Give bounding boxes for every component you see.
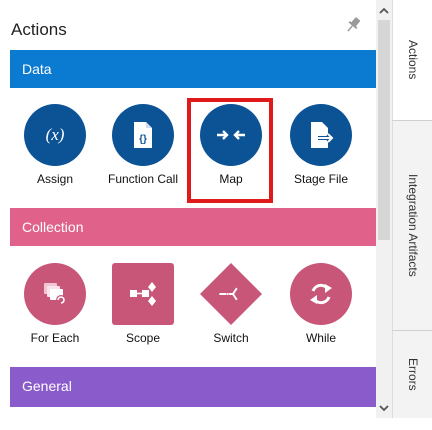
action-label: Map (219, 172, 243, 186)
action-label: Stage File (293, 172, 349, 186)
action-function-call[interactable]: {} Function Call (98, 104, 188, 186)
highlight-box (187, 98, 273, 203)
for-each-icon (24, 263, 86, 325)
while-loop-icon (290, 263, 352, 325)
action-label: For Each (30, 331, 80, 345)
section-header-collection[interactable]: Collection (10, 208, 376, 246)
tab-divider (392, 330, 432, 331)
map-arrows-icon (200, 104, 262, 166)
tab-actions[interactable]: Actions (393, 0, 432, 120)
panel-title: Actions (11, 20, 67, 39)
action-stage-file[interactable]: Stage File (276, 104, 366, 186)
scroll-up-icon[interactable] (378, 5, 390, 17)
section-header-general[interactable]: General (10, 367, 376, 407)
action-label: Switch (213, 331, 249, 345)
tab-label: Errors (406, 357, 420, 391)
section-header-data[interactable]: Data (10, 50, 376, 88)
action-map[interactable]: Map (186, 104, 276, 186)
tab-integration-artifacts[interactable]: Integration Artifacts (393, 120, 432, 330)
function-file-icon: {} (112, 104, 174, 166)
tab-divider (392, 120, 432, 121)
scrollbar-thumb[interactable] (378, 20, 390, 240)
svg-text:(x): (x) (46, 125, 65, 144)
tab-errors[interactable]: Errors (393, 330, 432, 418)
side-tab-bar: Actions Integration Artifacts Errors (392, 0, 432, 418)
action-scope[interactable]: Scope (98, 263, 188, 345)
svg-text:{}: {} (139, 134, 147, 145)
tab-label: Actions (406, 40, 420, 80)
variable-x-icon: (x) (24, 104, 86, 166)
stage-file-icon (290, 104, 352, 166)
actions-panel: Actions Data (x) Assign {} Function Call… (10, 15, 376, 407)
action-for-each[interactable]: For Each (10, 263, 100, 345)
scroll-down-icon[interactable] (378, 402, 390, 414)
action-while[interactable]: While (276, 263, 366, 345)
action-label: Scope (125, 331, 161, 345)
tab-label: Integration Artifacts (406, 173, 420, 277)
action-label: Assign (36, 172, 74, 186)
switch-icon (200, 263, 262, 325)
action-switch[interactable]: Switch (186, 263, 276, 345)
pin-icon[interactable] (343, 15, 363, 35)
action-assign[interactable]: (x) Assign (10, 104, 100, 186)
action-label: While (305, 331, 336, 345)
action-label: Function Call (107, 172, 179, 186)
scope-icon (112, 263, 174, 325)
